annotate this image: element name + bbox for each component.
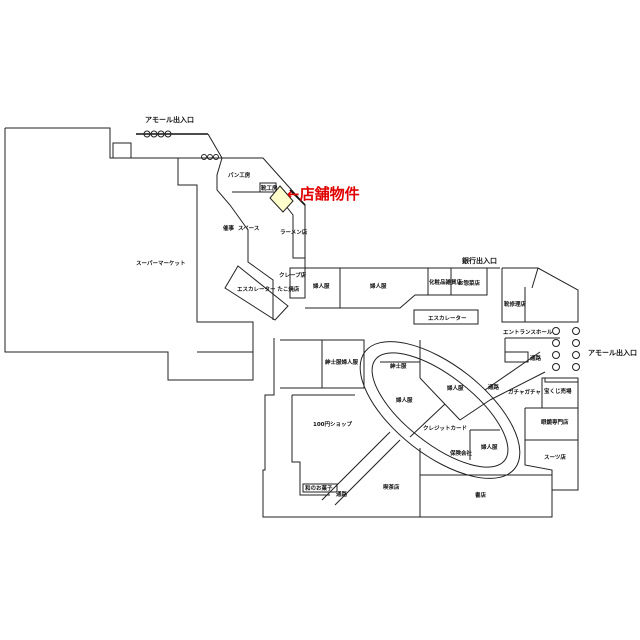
passage-2: 通路 bbox=[488, 383, 500, 391]
store-womens-3: 婦人服 bbox=[446, 384, 464, 392]
entrance-door-icons bbox=[552, 327, 580, 371]
store-cosmetics: 化粧品雑貨店 bbox=[429, 278, 463, 286]
store-mens: 紳士服 bbox=[390, 362, 407, 370]
store-event-a: 催事 bbox=[223, 224, 235, 232]
store-supermarket: スーパーマーケット bbox=[136, 259, 185, 267]
store-gacha: ガチャガチャ bbox=[508, 388, 541, 396]
passage-1: 通路 bbox=[530, 354, 542, 362]
vacant-store-callout: ←店舗物件 bbox=[287, 185, 360, 203]
door-icons bbox=[143, 130, 219, 160]
store-bookstore: 書店 bbox=[475, 491, 487, 499]
walls bbox=[4, 127, 580, 518]
store-glasses: 眼鏡専門店 bbox=[541, 418, 569, 426]
escalator-label: エスカレーター bbox=[428, 314, 467, 322]
entrance-amor-top[interactable]: アモール出入口 bbox=[145, 115, 194, 124]
highlighted-vacant-store[interactable] bbox=[269, 185, 294, 213]
store-sweets: 和のお菓子 bbox=[305, 484, 333, 492]
store-credit-card: クレジットカード bbox=[423, 424, 467, 432]
store-womens-2: 婦人服 bbox=[369, 282, 387, 290]
store-small: 靴工房 bbox=[261, 184, 278, 192]
entrance-bank[interactable]: 銀行出入口 bbox=[462, 256, 497, 265]
store-escalator-takoyaki: エスカレーター たこ焼店 bbox=[237, 285, 300, 293]
store-cafe: 喫茶店 bbox=[383, 483, 400, 491]
store-100yen: 100円ショップ bbox=[313, 420, 352, 428]
store-womens-5: 婦人服 bbox=[480, 443, 498, 451]
store-womens-1: 婦人服 bbox=[312, 282, 330, 290]
store-ramen: ラーメン店 bbox=[280, 228, 308, 236]
passage-3: 通路 bbox=[336, 490, 348, 498]
store-event-b: スペース bbox=[238, 225, 260, 232]
store-womens-4: 婦人服 bbox=[395, 396, 413, 404]
store-shoe-repair: 靴修理店 bbox=[504, 300, 527, 308]
entrance-amor-right[interactable]: アモール出入口 bbox=[588, 348, 637, 357]
entrance-hall-label: エントランスホール bbox=[503, 329, 553, 336]
store-lottery: 宝くじ売場 bbox=[544, 387, 572, 395]
store-mens-womens: 紳士服婦人服 bbox=[325, 358, 359, 366]
store-suits: スーツ店 bbox=[544, 453, 566, 461]
store-crepe: クレープ店 bbox=[279, 271, 307, 279]
store-deli: お惣菜店 bbox=[458, 279, 481, 287]
store-insurance: 保険会社 bbox=[449, 449, 473, 457]
store-bakery: パン工房 bbox=[228, 171, 251, 179]
